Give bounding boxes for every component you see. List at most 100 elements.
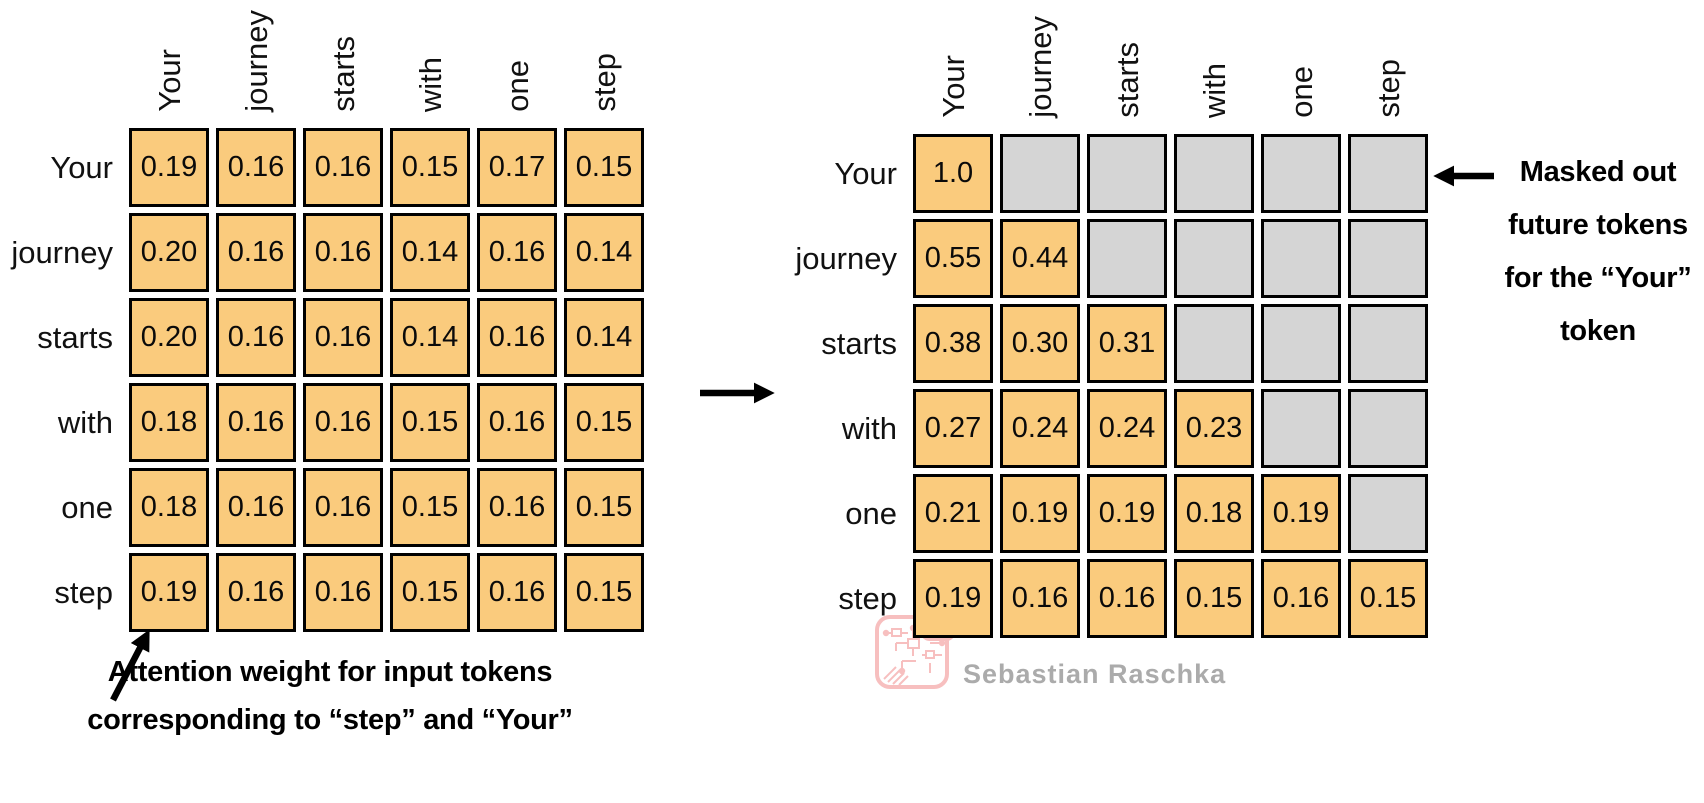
masked-cell xyxy=(1348,134,1428,213)
col-header-step: step xyxy=(1370,59,1406,118)
col-header-with: with xyxy=(1196,62,1232,118)
weight-cell: 0.18 xyxy=(1174,474,1254,553)
corner-spacer xyxy=(0,8,122,122)
weight-cell: 0.55 xyxy=(913,219,993,298)
weight-cell: 0.15 xyxy=(390,128,470,207)
weight-cell: 0.19 xyxy=(1087,474,1167,553)
weight-cell: 0.27 xyxy=(913,389,993,468)
row-header-journey: journey xyxy=(795,240,897,276)
weight-cell: 0.16 xyxy=(1261,559,1341,638)
masked-note-line: Masked out xyxy=(1519,156,1677,188)
masked-cell xyxy=(1087,219,1167,298)
col-header-Your: Your xyxy=(151,49,187,112)
row-header-journey: journey xyxy=(11,234,113,270)
weight-cell: 0.16 xyxy=(303,553,383,632)
masked-cell xyxy=(1261,304,1341,383)
weight-cell: 0.18 xyxy=(129,468,209,547)
masked-cell xyxy=(1174,134,1254,213)
weight-cell: 0.16 xyxy=(303,213,383,292)
weight-cell: 0.31 xyxy=(1087,304,1167,383)
weight-cell: 0.16 xyxy=(216,298,296,377)
attention-note-line: Attention weight for input tokens xyxy=(107,656,553,688)
watermark-text: Sebastian Raschka xyxy=(963,659,1227,689)
weight-cell: 0.16 xyxy=(216,383,296,462)
col-header-starts: starts xyxy=(325,36,361,112)
col-header-one: one xyxy=(1283,66,1319,118)
masked-cell xyxy=(1261,219,1341,298)
masked-note-line: token xyxy=(1560,315,1636,347)
row-header-with: with xyxy=(57,404,113,440)
masked-cell xyxy=(1261,134,1341,213)
weight-cell: 0.21 xyxy=(913,474,993,553)
masked-cell xyxy=(1348,304,1428,383)
weight-cell: 0.44 xyxy=(1000,219,1080,298)
weight-cell: 0.18 xyxy=(129,383,209,462)
weight-cell: 0.17 xyxy=(477,128,557,207)
masked-cell xyxy=(1087,134,1167,213)
weight-cell: 0.20 xyxy=(129,213,209,292)
masked-cell xyxy=(1348,474,1428,553)
weight-cell: 0.14 xyxy=(564,298,644,377)
weight-cell: 1.0 xyxy=(913,134,993,213)
weight-cell: 0.30 xyxy=(1000,304,1080,383)
weight-cell: 0.19 xyxy=(129,553,209,632)
masked-cell xyxy=(1348,389,1428,468)
col-header-starts: starts xyxy=(1109,42,1145,118)
weight-cell: 0.15 xyxy=(564,553,644,632)
masked-note-line: for the “Your” xyxy=(1504,262,1692,294)
attention-note-line: corresponding to “step” and “Your” xyxy=(87,704,573,736)
weight-cell: 0.15 xyxy=(564,383,644,462)
weight-cell: 0.16 xyxy=(216,128,296,207)
weight-cell: 0.15 xyxy=(1174,559,1254,638)
col-header-journey: journey xyxy=(238,10,274,112)
row-header-one: one xyxy=(61,489,113,525)
weight-cell: 0.23 xyxy=(1174,389,1254,468)
weight-cell: 0.15 xyxy=(390,553,470,632)
weight-cell: 0.16 xyxy=(477,298,557,377)
weight-cell: 0.19 xyxy=(1261,474,1341,553)
masked-note: Masked out future tokens for the “Your” … xyxy=(1478,146,1704,358)
weight-cell: 0.16 xyxy=(477,383,557,462)
corner-spacer xyxy=(784,14,906,128)
weight-cell: 0.16 xyxy=(477,213,557,292)
masked-note-line: future tokens xyxy=(1508,209,1688,241)
weight-cell: 0.16 xyxy=(303,383,383,462)
weight-cell: 0.15 xyxy=(564,468,644,547)
col-header-step: step xyxy=(586,53,622,112)
row-header-step: step xyxy=(54,574,113,610)
weight-cell: 0.24 xyxy=(1087,389,1167,468)
masked-cell xyxy=(1174,219,1254,298)
weight-cell: 0.38 xyxy=(913,304,993,383)
weight-cell: 0.16 xyxy=(303,128,383,207)
col-header-one: one xyxy=(499,60,535,112)
col-header-Your: Your xyxy=(935,55,971,118)
row-header-Your: Your xyxy=(834,155,897,191)
attention-note: Attention weight for input tokens corres… xyxy=(40,648,620,744)
row-header-one: one xyxy=(845,495,897,531)
row-header-step: step xyxy=(838,580,897,616)
weight-cell: 0.24 xyxy=(1000,389,1080,468)
masked-cell xyxy=(1348,219,1428,298)
row-header-starts: starts xyxy=(37,319,113,355)
col-header-journey: journey xyxy=(1022,16,1058,118)
row-header-Your: Your xyxy=(50,149,113,185)
weight-cell: 0.16 xyxy=(477,468,557,547)
masked-cell xyxy=(1000,134,1080,213)
weight-cell: 0.19 xyxy=(129,128,209,207)
weight-cell: 0.15 xyxy=(1348,559,1428,638)
weight-cell: 0.20 xyxy=(129,298,209,377)
weight-cell: 0.15 xyxy=(390,383,470,462)
col-header-with: with xyxy=(412,56,448,112)
row-header-with: with xyxy=(841,410,897,446)
weight-cell: 0.16 xyxy=(303,298,383,377)
weight-cell: 0.16 xyxy=(1087,559,1167,638)
weight-cell: 0.14 xyxy=(564,213,644,292)
weight-cell: 0.19 xyxy=(1000,474,1080,553)
weight-cell: 0.19 xyxy=(913,559,993,638)
weight-cell: 0.16 xyxy=(477,553,557,632)
weight-cell: 0.16 xyxy=(216,553,296,632)
weight-cell: 0.16 xyxy=(1000,559,1080,638)
weight-cell: 0.16 xyxy=(216,468,296,547)
